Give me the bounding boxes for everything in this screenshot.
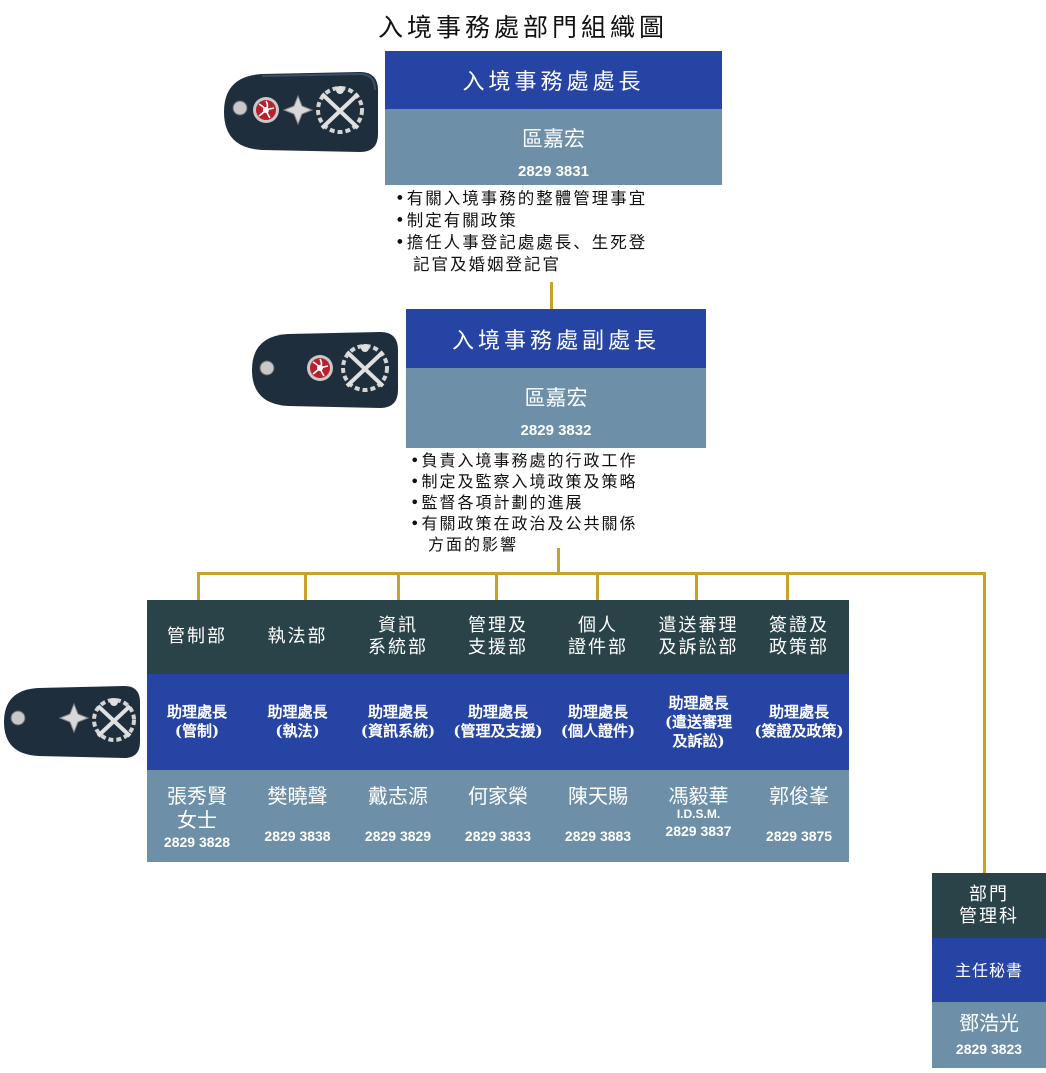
branch-head-phone: 2829 3833 xyxy=(464,828,532,844)
deputy-phone: 2829 3832 xyxy=(520,422,592,439)
duty-item: •有關政策在政治及公共關係 xyxy=(410,514,638,533)
branch-info: 何家榮 2829 3833 xyxy=(448,770,548,862)
secretary-post: 主任秘書 xyxy=(932,938,1046,1002)
pip-star-icon xyxy=(282,94,314,126)
duty-item: 方面的影響 xyxy=(428,535,519,554)
secretary-dept: 部門 管理科 xyxy=(932,873,1046,938)
branch-dept: 資訊 系統部 xyxy=(348,600,448,674)
branch-head-name: 郭俊峯 xyxy=(769,784,829,808)
branch-post: 助理處長 (個人證件) xyxy=(548,674,648,770)
branch-head-phone: 2829 3829 xyxy=(364,828,432,844)
bauhinia-emblem-icon xyxy=(307,355,333,381)
duty-item: •有關入境事務的整體管理事宜 xyxy=(395,189,648,208)
assistant-director-epaulette xyxy=(4,686,140,758)
connector-line xyxy=(596,572,599,600)
branch-head-honour: I.D.S.M. xyxy=(676,807,721,821)
secretary-phone: 2829 3823 xyxy=(955,1041,1023,1057)
branch-dept: 管制部 xyxy=(147,600,247,674)
connector-line xyxy=(550,282,553,309)
branch-info: 陳天賜 2829 3883 xyxy=(548,770,648,862)
branch-info: 戴志源 2829 3829 xyxy=(348,770,448,862)
branch-head-name: 陳天賜 xyxy=(568,784,628,808)
branch-dept: 個人 證件部 xyxy=(548,600,648,674)
duty-item: •監督各項計劃的進展 xyxy=(410,493,584,512)
branch-info: 張秀賢 女士 2829 3828 xyxy=(147,770,247,862)
branch-post: 助理處長 (管理及支援) xyxy=(448,674,548,770)
chart-title: 入境事務處部門組織圖 xyxy=(377,13,668,42)
branch-post: 助理處長 (管制) xyxy=(147,674,247,770)
crossed-tipstaves-wreath-icon xyxy=(316,86,364,134)
deputy-info: 區嘉宏 2829 3832 xyxy=(406,368,706,448)
duty-item: •擔任人事登記處處長、生死登 xyxy=(395,233,648,252)
branch-head-name: 何家榮 xyxy=(468,784,528,808)
button-icon xyxy=(259,360,275,376)
bauhinia-emblem-icon xyxy=(253,97,279,123)
connector-line xyxy=(397,572,400,600)
branch-head-phone: 2829 3838 xyxy=(264,828,331,844)
branch-post: 助理處長 (執法) xyxy=(247,674,348,770)
branch-head-name: 張秀賢 女士 xyxy=(167,784,227,832)
connector-line xyxy=(983,572,986,873)
deputy-name: 區嘉宏 xyxy=(524,386,588,410)
pip-star-icon xyxy=(58,702,90,734)
branch-head-phone: 2829 3837 xyxy=(665,823,732,839)
deputy-epaulette xyxy=(252,332,398,408)
branch-head-name: 馮毅華 xyxy=(668,784,729,808)
branch-post: 助理處長 (簽證及政策) xyxy=(749,674,849,770)
connector-line xyxy=(495,572,498,600)
branch-dept: 管理及 支援部 xyxy=(448,600,548,674)
connector-line xyxy=(197,572,200,600)
branch-head-phone: 2829 3875 xyxy=(765,828,833,844)
director-info: 區嘉宏 2829 3831 xyxy=(385,109,722,185)
crossed-tipstaves-wreath-icon xyxy=(92,698,136,742)
connector-line xyxy=(695,572,698,600)
connector-line xyxy=(786,572,789,600)
button-icon xyxy=(10,710,26,726)
branch-dept: 簽證及 政策部 xyxy=(749,600,849,674)
director-epaulette xyxy=(224,72,378,152)
branch-info: 樊曉聲 2829 3838 xyxy=(247,770,348,862)
branch-head-phone: 2829 3883 xyxy=(564,828,632,844)
duty-item: •制定有關政策 xyxy=(395,211,518,230)
branch-head-name: 戴志源 xyxy=(368,784,428,808)
crossed-tipstaves-wreath-icon xyxy=(341,344,389,392)
secretary-name: 鄧浩光 xyxy=(959,1011,1019,1035)
branch-head-phone: 2829 3828 xyxy=(163,834,231,850)
deputy-title: 入境事務處副處長 xyxy=(406,309,706,368)
director-phone: 2829 3831 xyxy=(518,163,589,180)
director-name: 區嘉宏 xyxy=(522,127,585,151)
branch-post: 助理處長 (資訊系統) xyxy=(348,674,448,770)
duty-item: •負責入境事務處的行政工作 xyxy=(410,451,638,470)
connector-bus xyxy=(197,572,986,575)
branch-info: 郭俊峯 2829 3875 xyxy=(749,770,849,862)
branch-dept: 執法部 xyxy=(247,600,348,674)
director-duties: •有關入境事務的整體管理事宜 •制定有關政策 •擔任人事登記處處長、生死登 記官… xyxy=(395,188,647,276)
director-title: 入境事務處處長 xyxy=(385,51,722,109)
duty-item: 記官及婚姻登記官 xyxy=(413,255,561,274)
branch-head-name: 樊曉聲 xyxy=(267,784,328,808)
branch-dept: 遣送審理 及訴訟部 xyxy=(648,600,749,674)
duty-item: •制定及監察入境政策及策略 xyxy=(410,472,638,491)
secretary-info: 鄧浩光 2829 3823 xyxy=(932,1002,1046,1068)
deputy-duties: •負責入境事務處的行政工作 •制定及監察入境政策及策略 •監督各項計劃的進展 •… xyxy=(410,450,637,555)
button-icon xyxy=(232,100,248,116)
connector-line xyxy=(304,572,307,600)
connector-line xyxy=(557,548,560,574)
branch-post: 助理處長 (遣送審理 及訴訟) xyxy=(648,674,749,770)
